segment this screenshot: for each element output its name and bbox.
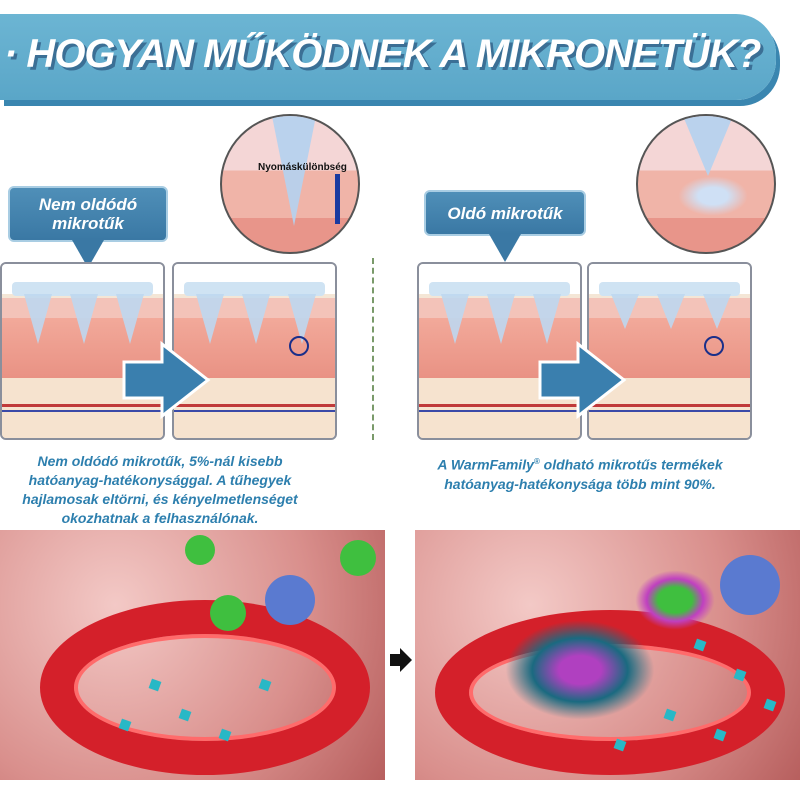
pressure-label: Nyomáskülönbség bbox=[258, 162, 347, 173]
arrow-right-icon bbox=[122, 340, 211, 420]
arrow-right-icon bbox=[538, 340, 627, 420]
skin-panel-before-left bbox=[0, 262, 165, 440]
illustration-after bbox=[415, 530, 800, 780]
blood-vessel bbox=[40, 600, 370, 775]
callout-soluble: Oldó mikrotűk bbox=[424, 190, 586, 262]
right-description: A WarmFamily® oldható mikrotűs termékek … bbox=[420, 452, 740, 494]
skin-panel-after-right bbox=[587, 262, 752, 440]
registered-mark: ® bbox=[533, 457, 540, 466]
page-title: · HOGYAN MŰKÖDNEK A MIKRONETÜK? bbox=[4, 32, 761, 76]
magnifier-left: Nyomáskülönbség bbox=[220, 114, 360, 254]
callout-label: Nem oldódó mikrotűk bbox=[38, 195, 138, 233]
left-description: Nem oldódó mikrotűk, 5%-nál kisebb hatóa… bbox=[22, 453, 298, 526]
magnifier-right bbox=[636, 114, 776, 254]
title-banner: · HOGYAN MŰKÖDNEK A MIKRONETÜK? bbox=[0, 14, 776, 100]
illustration-before bbox=[0, 530, 385, 780]
brand-text: A WarmFamily bbox=[437, 456, 534, 473]
description-text: oldható mikrotűs termékek hatóanyag-haté… bbox=[444, 456, 723, 492]
callout-label: Oldó mikrotűk bbox=[447, 203, 563, 223]
callout-insoluble: Nem oldódó mikrotűk bbox=[8, 186, 168, 268]
divider bbox=[372, 258, 374, 440]
down-arrow-icon bbox=[335, 174, 340, 224]
arrow-right-icon bbox=[390, 648, 412, 672]
